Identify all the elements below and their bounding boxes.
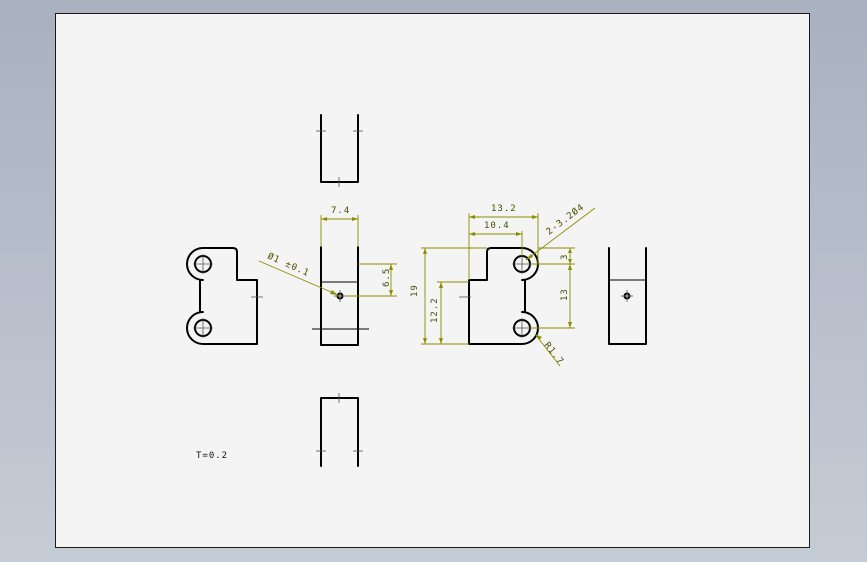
top-view-channel: [316, 114, 363, 187]
dim-height-small: 6.5: [382, 268, 392, 287]
dim-radius: R1.7: [542, 341, 566, 367]
left-flat-view: [186, 247, 263, 345]
bottom-view-channel: [316, 393, 363, 467]
drawing-sheet: 7.4 6.5 Ø1 ±0.1: [55, 13, 810, 548]
dim-hole-diameter: Ø1 ±0.1: [266, 251, 312, 279]
dim-left-height: 12.2: [430, 297, 440, 323]
dim-width-top: 7.4: [331, 206, 350, 216]
thickness-note: T=0.2: [196, 451, 228, 461]
dim-right-top: 3: [560, 254, 570, 260]
dim-right-height: 13: [560, 288, 570, 301]
dim-overall-width: 13.2: [491, 204, 517, 214]
drawing-canvas: 7.4 6.5 Ø1 ±0.1: [186, 114, 647, 467]
dim-inner-width: 10.4: [484, 221, 510, 231]
dim-overall-height: 19: [410, 284, 420, 297]
right-flat-view: 13.2 10.4 2-3.2Ø4 19 12.2: [410, 202, 596, 367]
front-view-channel: 7.4 6.5 Ø1 ±0.1: [258, 206, 397, 346]
side-view-channel: [608, 247, 647, 345]
